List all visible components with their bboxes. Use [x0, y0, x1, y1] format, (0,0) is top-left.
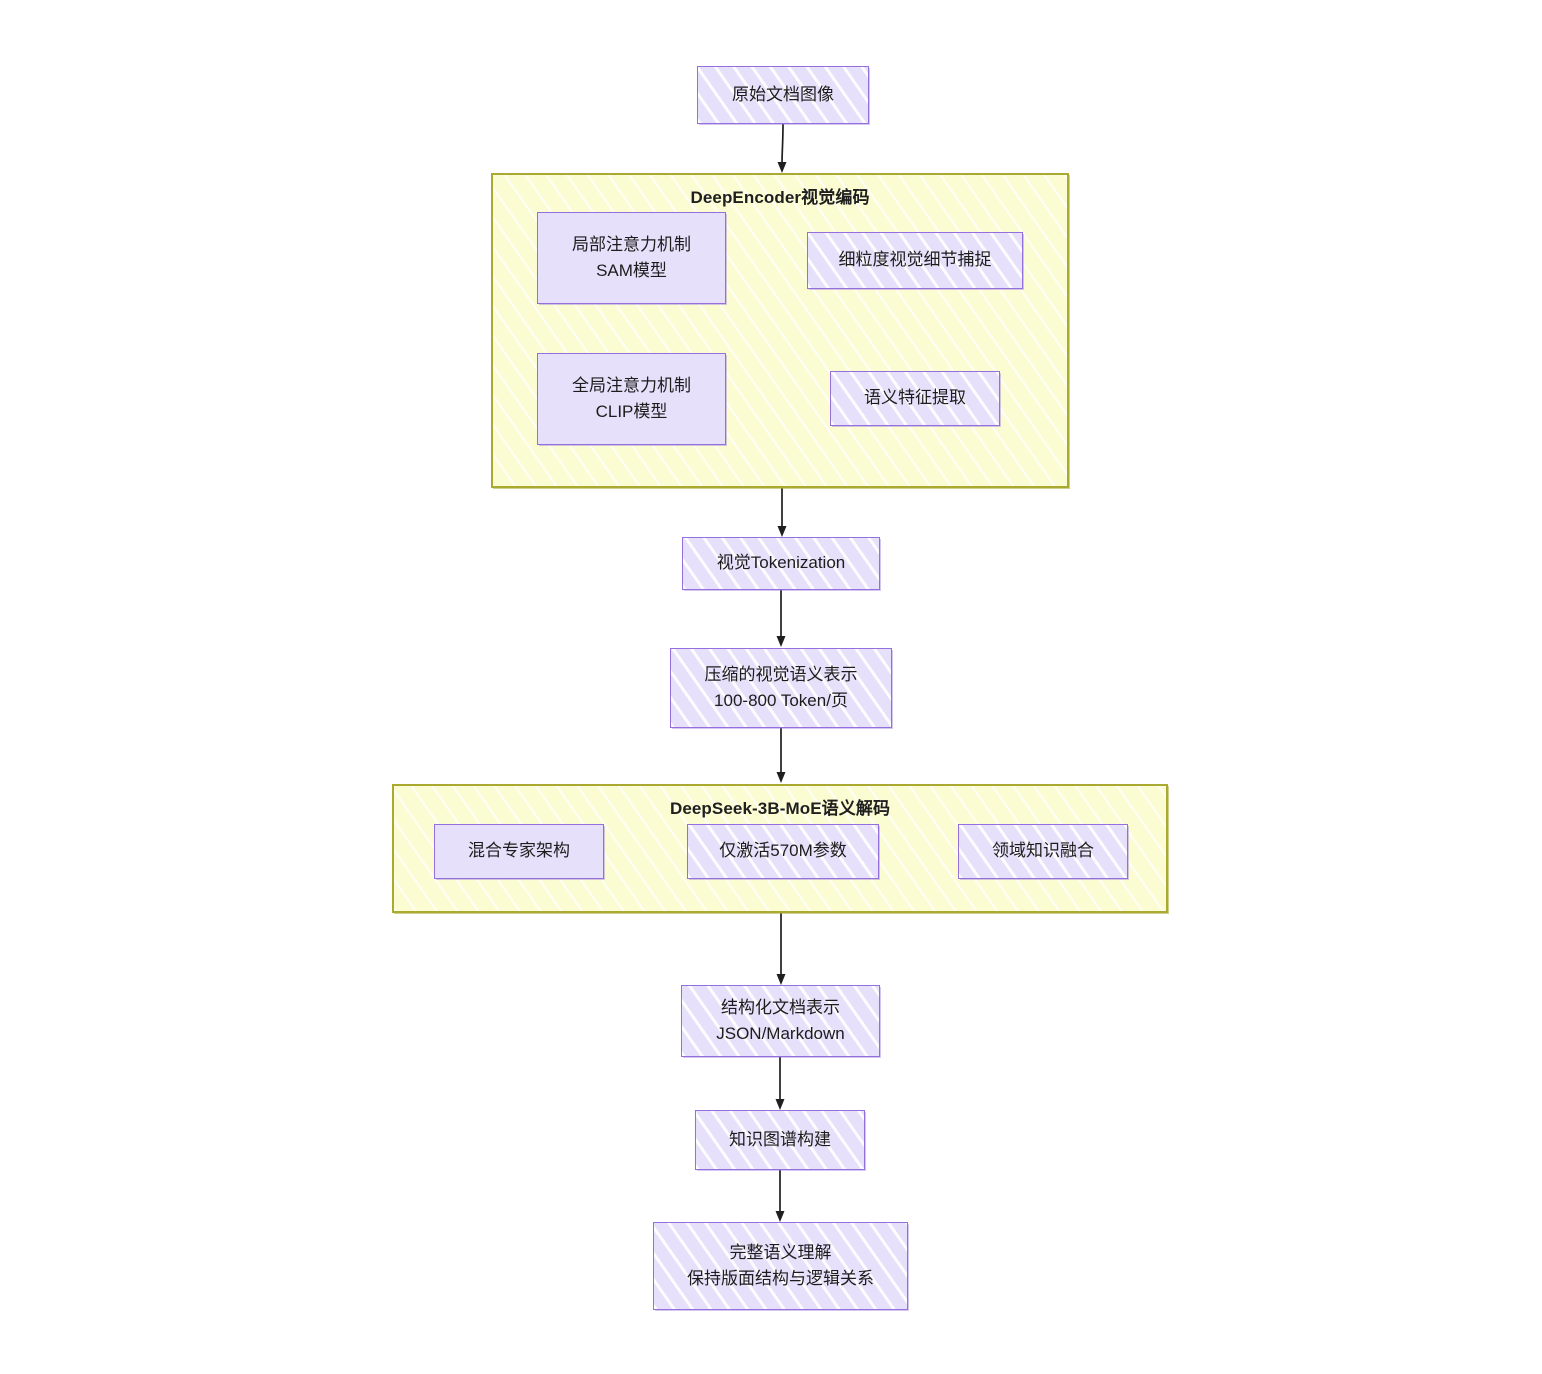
node-structured-document[interactable]: 结构化文档表示 JSON/Markdown: [681, 985, 880, 1057]
node-structured-document-line2: JSON/Markdown: [716, 1024, 845, 1043]
node-moe-architecture[interactable]: 混合专家架构: [434, 824, 604, 879]
node-global-attention-line2: CLIP模型: [595, 402, 668, 421]
node-knowledge-graph[interactable]: 知识图谱构建: [695, 1110, 865, 1170]
node-full-semantic-understanding[interactable]: 完整语义理解 保持版面结构与逻辑关系: [653, 1222, 908, 1310]
node-semantic-feature-label: 语义特征提取: [864, 388, 966, 408]
node-structured-document-line1: 结构化文档表示: [721, 997, 840, 1017]
node-compressed-representation-line1: 压缩的视觉语义表示: [704, 664, 858, 684]
node-full-semantic-understanding-line1: 完整语义理解: [729, 1242, 832, 1262]
node-global-attention-line1: 全局注意力机制: [572, 375, 691, 395]
node-activated-params[interactable]: 仅激活570M参数: [687, 824, 879, 879]
subgraph-deepseek-moe-title: DeepSeek-3B-MoE语义解码: [669, 799, 891, 818]
node-compressed-representation-line2: 100-800 Token/页: [714, 691, 848, 710]
node-source-image[interactable]: 原始文档图像: [697, 66, 869, 124]
node-moe-architecture-label: 混合专家架构: [468, 841, 570, 861]
node-local-attention[interactable]: 局部注意力机制 SAM模型: [537, 212, 726, 304]
node-compressed-representation[interactable]: 压缩的视觉语义表示 100-800 Token/页: [670, 648, 892, 728]
node-tokenization[interactable]: 视觉Tokenization: [682, 537, 880, 590]
node-tokenization-label: 视觉Tokenization: [716, 553, 846, 573]
node-full-semantic-understanding-line2: 保持版面结构与逻辑关系: [687, 1269, 874, 1288]
subgraph-deep-encoder-title: DeepEncoder视觉编码: [690, 188, 870, 207]
node-source-image-label: 原始文档图像: [732, 84, 834, 104]
node-domain-knowledge-label: 领域知识融合: [992, 841, 1094, 861]
node-global-attention[interactable]: 全局注意力机制 CLIP模型: [537, 353, 726, 445]
node-domain-knowledge[interactable]: 领域知识融合: [958, 824, 1128, 879]
node-semantic-feature[interactable]: 语义特征提取: [830, 371, 1000, 426]
node-local-attention-line2: SAM模型: [596, 261, 667, 280]
node-fine-detail[interactable]: 细粒度视觉细节捕捉: [807, 232, 1023, 289]
node-local-attention-line1: 局部注意力机制: [572, 234, 691, 254]
node-knowledge-graph-label: 知识图谱构建: [729, 1129, 831, 1149]
node-activated-params-label: 仅激活570M参数: [719, 841, 847, 861]
node-fine-detail-label: 细粒度视觉细节捕捉: [838, 250, 992, 270]
